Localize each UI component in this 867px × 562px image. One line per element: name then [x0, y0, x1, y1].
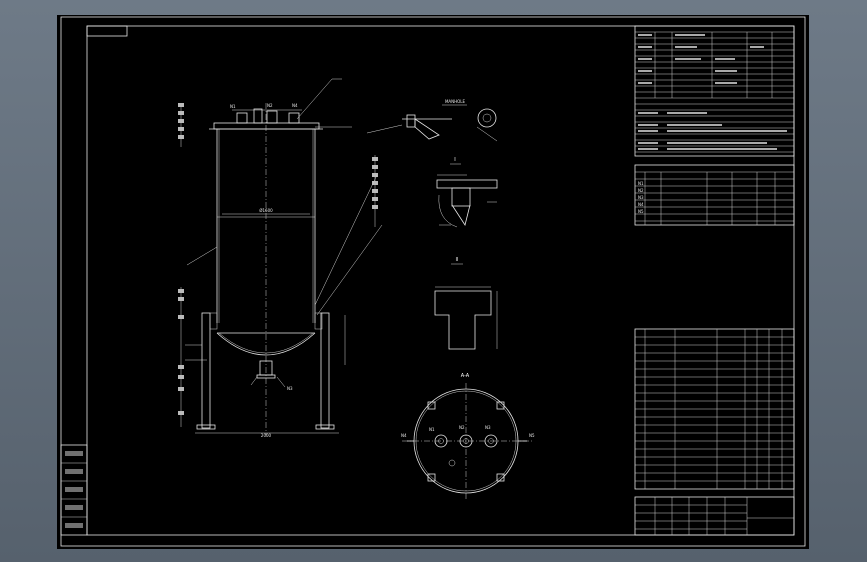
svg-text:N5: N5 — [529, 433, 535, 438]
detail-ii: II — [434, 257, 498, 350]
section-a-a-plan: A-A N1 N2 N3 N4 N5 — [401, 373, 535, 501]
outer-frame — [60, 16, 806, 547]
svg-text:N1: N1 — [638, 181, 644, 186]
title-block — [634, 496, 795, 536]
svg-text:N2: N2 — [638, 188, 644, 193]
svg-text:N2: N2 — [267, 103, 273, 108]
svg-text:N4: N4 — [638, 202, 644, 207]
svg-text:N2: N2 — [459, 425, 465, 430]
section-a-a-label: A-A — [461, 373, 470, 379]
svg-text:N3: N3 — [638, 195, 644, 200]
svg-text:N4: N4 — [401, 433, 407, 438]
detail-ii-label: II — [456, 257, 459, 263]
tag-box — [86, 25, 128, 37]
nozzle-table: N1 N2 N3 N4 N5 — [634, 164, 795, 226]
parts-list — [634, 328, 795, 490]
svg-text:N4: N4 — [292, 103, 298, 108]
svg-text:2000: 2000 — [261, 433, 272, 438]
drawing-sheet: Ø1600 2000 — [57, 15, 809, 549]
svg-text:N3: N3 — [287, 386, 293, 391]
svg-text:N3: N3 — [485, 425, 491, 430]
svg-text:Ø1600: Ø1600 — [259, 208, 273, 213]
nozzle-detail-top: MANHOLE — [366, 99, 498, 142]
detail-i-label: I — [454, 157, 455, 163]
svg-text:N5: N5 — [638, 209, 644, 214]
spec-table — [634, 25, 795, 157]
left-side-strip — [60, 444, 88, 536]
svg-text:N1: N1 — [230, 104, 236, 109]
inner-frame — [86, 25, 795, 536]
cad-drawing: Ø1600 2000 — [60, 16, 806, 547]
svg-text:MANHOLE: MANHOLE — [445, 99, 466, 104]
detail-i: I — [436, 157, 498, 228]
svg-text:N1: N1 — [429, 427, 435, 432]
vessel-elevation: Ø1600 2000 — [178, 78, 383, 438]
